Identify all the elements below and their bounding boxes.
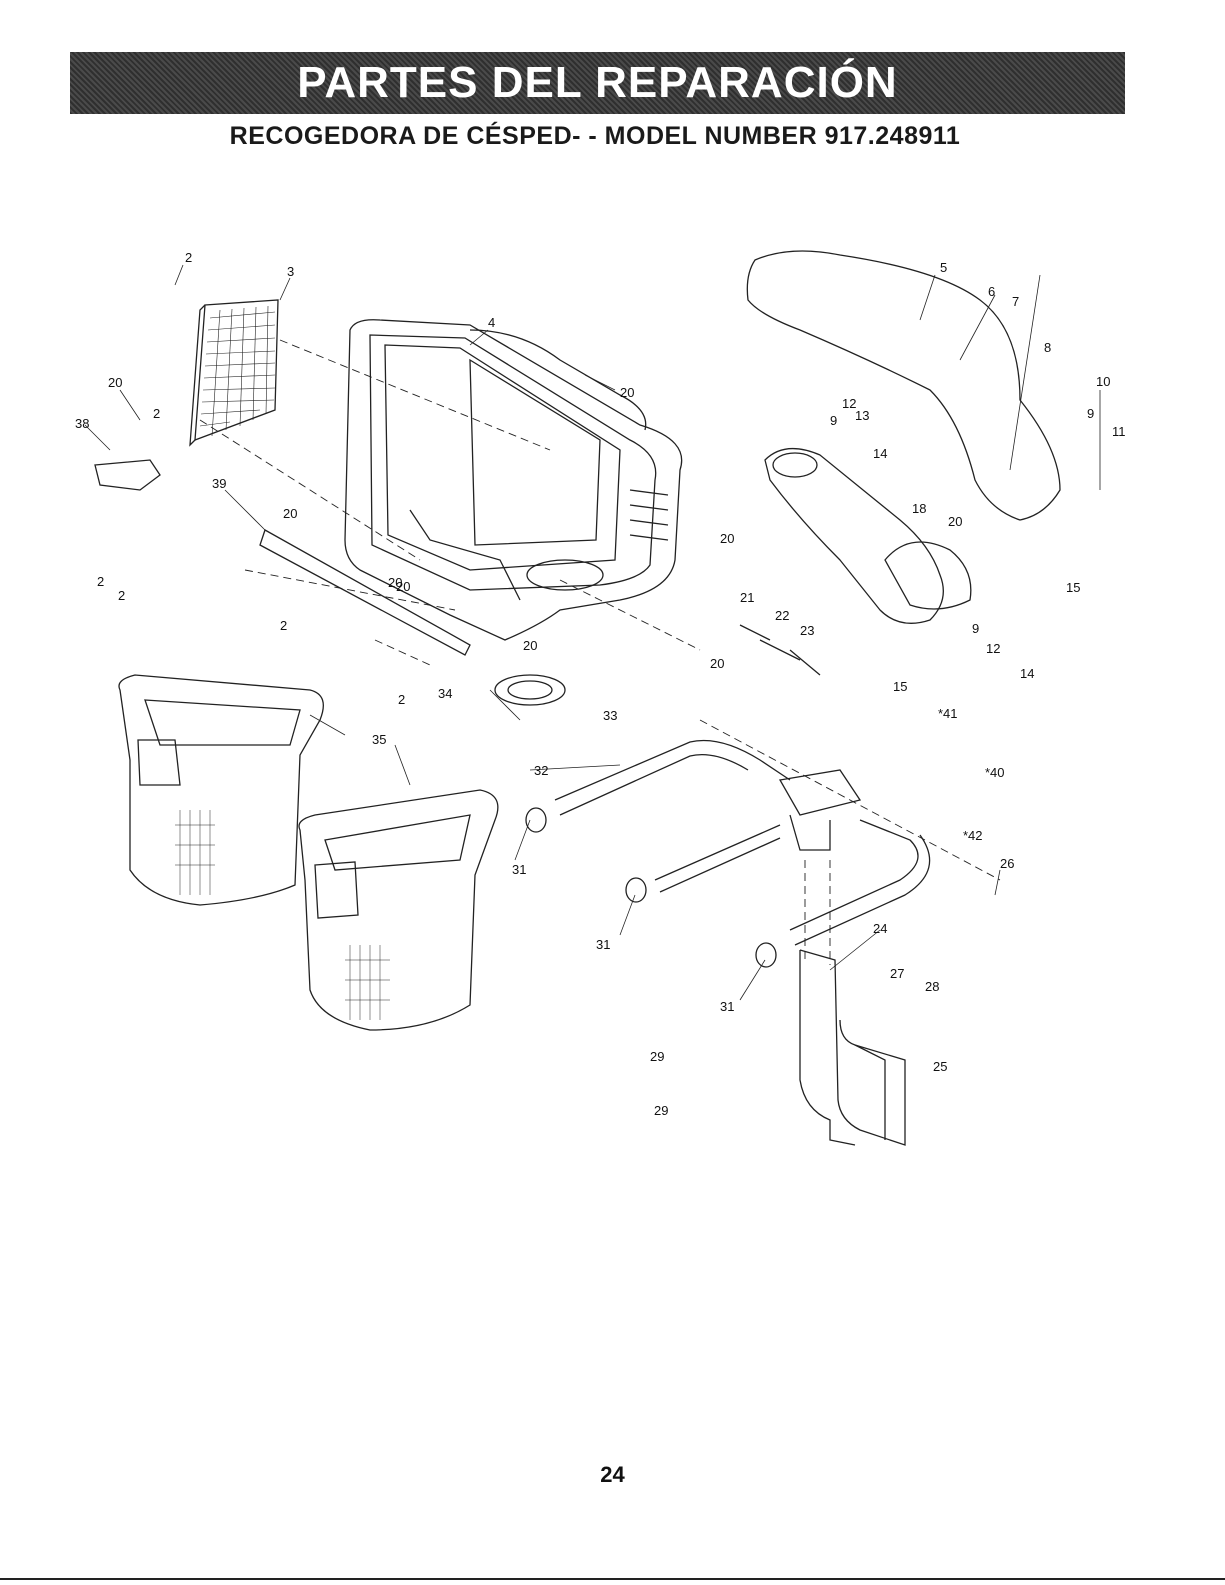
support-frame [526, 740, 930, 967]
callout-7: 7 [1012, 294, 1019, 309]
parts-diagram: 2 3 4 20 38 39 20 2 2 2 20 2 20 20 5 6 7… [0, 0, 1225, 1400]
callout-20: 20 [948, 514, 962, 529]
callout-41: *41 [938, 706, 958, 721]
page-number: 24 [0, 1462, 1225, 1488]
callout-26: 26 [1000, 856, 1014, 871]
callout-20: 20 [108, 375, 122, 390]
callout-42: *42 [963, 828, 983, 843]
callout-2: 2 [153, 406, 160, 421]
callout-20: 20 [283, 506, 297, 521]
callout-14: 14 [873, 446, 887, 461]
callout-13: 13 [855, 408, 869, 423]
callout-28: 28 [925, 979, 939, 994]
callout-27: 27 [890, 966, 904, 981]
callout-15: 15 [1066, 580, 1080, 595]
callout-3: 3 [287, 264, 294, 279]
callout-23: 23 [800, 623, 814, 638]
callout-38: 38 [75, 416, 89, 431]
callout-20: 20 [523, 638, 537, 653]
callout-2: 2 [398, 692, 405, 707]
screen-grille [190, 300, 278, 445]
footer-divider [0, 1578, 1225, 1580]
callout-5: 5 [940, 260, 947, 275]
ring-34 [495, 675, 565, 705]
callout-22: 22 [775, 608, 789, 623]
callout-2: 2 [280, 618, 287, 633]
bracket-38 [95, 460, 160, 490]
callout-31: 31 [512, 862, 526, 877]
callout-33: 33 [603, 708, 617, 723]
callout-9: 9 [1087, 406, 1094, 421]
callout-8: 8 [1044, 340, 1051, 355]
callout-9: 9 [830, 413, 837, 428]
callout-18: 18 [912, 501, 926, 516]
callout-11: 11 [1112, 424, 1126, 439]
callout-29: 29 [654, 1103, 668, 1118]
callout-32: 32 [534, 763, 548, 778]
callout-24: 24 [873, 921, 887, 936]
callout-35: 35 [372, 732, 386, 747]
callout-2: 2 [97, 574, 104, 589]
collection-bag-2 [299, 790, 498, 1030]
callout-31: 31 [596, 937, 610, 952]
callout-9: 9 [972, 621, 979, 636]
collection-bag-1 [119, 675, 323, 905]
callout-29: 29 [650, 1049, 664, 1064]
callout-10: 10 [1096, 374, 1110, 389]
callout-40: *40 [985, 765, 1005, 780]
callout-31: 31 [720, 999, 734, 1014]
callout-2: 2 [185, 250, 192, 265]
callout-6: 6 [988, 284, 995, 299]
callout-39: 39 [212, 476, 226, 491]
callout-20: 20 [396, 579, 410, 594]
callout-4: 4 [488, 315, 495, 330]
callout-20: 20 [710, 656, 724, 671]
callout-21: 21 [740, 590, 754, 605]
callout-15: 15 [893, 679, 907, 694]
callout-20: 20 [720, 531, 734, 546]
callout-12: 12 [986, 641, 1000, 656]
callout-2: 2 [118, 588, 125, 603]
callout-25: 25 [933, 1059, 947, 1074]
callout-20: 20 [620, 385, 634, 400]
callout-14: 14 [1020, 666, 1034, 681]
callout-34: 34 [438, 686, 452, 701]
